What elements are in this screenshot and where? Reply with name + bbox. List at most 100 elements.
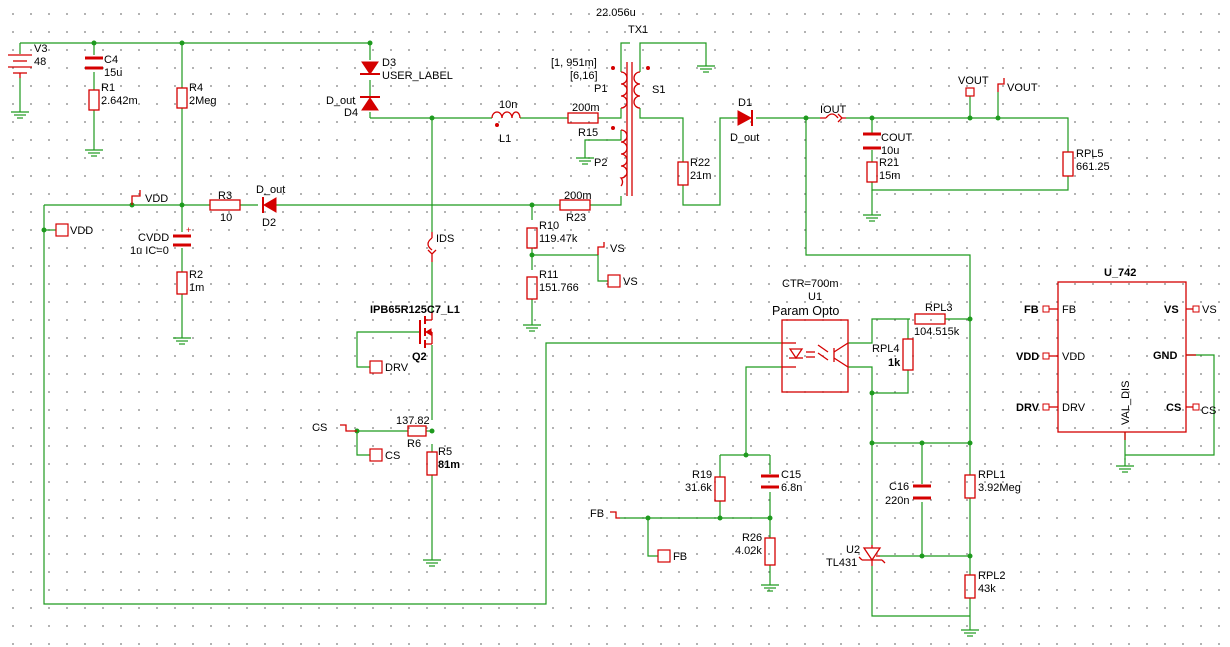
c16-ref: C16 <box>889 481 909 493</box>
battery-v3[interactable] <box>8 54 32 78</box>
r4-ref: R4 <box>189 82 203 94</box>
resistor-r5[interactable] <box>426 451 438 476</box>
r10-value: 119.47k <box>539 233 578 245</box>
rpl3-ref: RPL3 <box>925 302 953 314</box>
diode-d1[interactable] <box>737 110 753 126</box>
u742-drv-ext: DRV <box>1016 402 1040 414</box>
c15-ref: C15 <box>781 469 801 481</box>
d2-ref: D2 <box>262 217 276 229</box>
resistor-rpl2[interactable] <box>964 574 976 599</box>
shunt-regulator-u2[interactable] <box>858 545 886 566</box>
r15-value: 200m <box>572 102 600 114</box>
inductor-l1[interactable] <box>491 111 521 119</box>
ctr-value: CTR=700m <box>782 278 839 290</box>
u742-gnd-pin: GND <box>1153 350 1178 362</box>
cs-pin-box[interactable] <box>369 448 383 462</box>
fb-flag-label: FB <box>590 508 604 520</box>
vout-flag-label: VOUT <box>1007 82 1038 94</box>
d1-model: D_out <box>730 132 759 144</box>
drv-pin-label: DRV <box>385 362 409 374</box>
resistor-r22[interactable] <box>677 161 689 186</box>
rpl1-value: 3.92Meg <box>978 482 1021 494</box>
svg-text:+: + <box>186 225 191 235</box>
vdd-pin-box[interactable] <box>44 223 69 237</box>
vs-pin-box[interactable] <box>607 274 621 288</box>
u2-ref: U2 <box>846 544 860 556</box>
current-probe-ids[interactable] <box>427 232 437 262</box>
zener-d2[interactable] <box>262 197 277 213</box>
junction-dots <box>41 40 1001 559</box>
resistor-r15[interactable] <box>567 112 599 124</box>
optocoupler-u1[interactable] <box>781 319 849 393</box>
p1-pins: [6,16] <box>570 70 598 82</box>
d2-model: D_out <box>256 184 285 196</box>
resistor-r10[interactable] <box>526 227 538 249</box>
d4-model: D_out <box>326 95 355 107</box>
controller-u742[interactable] <box>1042 281 1200 440</box>
mosfet-q2[interactable] <box>419 312 433 348</box>
tx1-ref: TX1 <box>628 24 648 36</box>
u742-cs-ext: CS <box>1201 405 1216 417</box>
r23-value: 200m <box>564 190 592 202</box>
resistor-r6[interactable] <box>407 425 427 437</box>
ground-symbols <box>10 57 1135 637</box>
rpl1-ref: RPL1 <box>978 469 1006 481</box>
r21-ref: R21 <box>879 157 899 169</box>
current-probe-iout[interactable] <box>820 113 846 123</box>
resistor-r11[interactable] <box>526 276 538 300</box>
u742-fb-pin: FB <box>1062 304 1076 316</box>
iout-label: IOUT <box>820 104 847 116</box>
capacitor-cout[interactable] <box>863 132 881 150</box>
fb-pin-label: FB <box>673 551 687 563</box>
r26-value: 4.02k <box>735 545 762 557</box>
r19-value: 31.6k <box>685 482 712 494</box>
d3-ref: D3 <box>382 57 396 69</box>
rpl3-value: 104.515k <box>914 326 960 338</box>
v3-value: 48 <box>34 56 46 68</box>
resistor-r3[interactable] <box>209 199 241 211</box>
capacitor-c15[interactable] <box>761 474 779 489</box>
transformer-tx1[interactable] <box>611 62 650 196</box>
resistor-rpl1[interactable] <box>964 474 976 499</box>
c4-value: 15u <box>104 67 122 79</box>
p1-ref: P1 <box>594 83 607 95</box>
resistor-rpl5[interactable] <box>1062 151 1074 177</box>
c15-value: 6.8n <box>781 482 802 494</box>
resistor-r23[interactable] <box>559 199 591 211</box>
fb-pin-box[interactable] <box>657 549 671 563</box>
resistor-r26[interactable] <box>764 537 776 566</box>
resistor-r19[interactable] <box>714 476 726 502</box>
drv-pin-box[interactable] <box>369 360 383 374</box>
u742-cs-pin: CS <box>1166 402 1181 414</box>
p1-ratio: [1, 951m] <box>551 57 597 69</box>
c4-ref: C4 <box>104 54 118 66</box>
resistor-r4[interactable] <box>176 87 188 109</box>
resistor-rpl3[interactable] <box>914 313 946 325</box>
vdd-flag-label: VDD <box>145 193 168 205</box>
wires <box>19 42 1215 622</box>
vout-pin-box[interactable] <box>965 87 975 97</box>
r21-value: 15m <box>879 170 900 182</box>
vdd-pin-label: VDD <box>70 225 93 237</box>
vout-pin-label: VOUT <box>958 75 989 87</box>
capacitor-c4[interactable] <box>85 56 103 70</box>
resistor-r1[interactable] <box>88 89 100 111</box>
capacitor-c16[interactable] <box>913 484 931 500</box>
p2-ref: P2 <box>594 157 607 169</box>
fb-flag-icon <box>610 511 620 519</box>
cout-value: 10u <box>881 145 899 157</box>
rpl4-ref: RPL4 <box>872 343 900 355</box>
capacitor-cvdd[interactable]: + <box>173 225 191 247</box>
resistor-rpl4[interactable] <box>902 338 914 371</box>
zener-d4[interactable] <box>360 96 380 111</box>
s1-ref: S1 <box>652 84 665 96</box>
resistor-r21[interactable] <box>866 161 878 183</box>
zener-d3[interactable] <box>360 61 380 75</box>
tx1-value: 22.056u <box>596 7 636 19</box>
u2-model: TL431 <box>826 557 857 569</box>
u742-vdd-pin: VDD <box>1062 351 1085 363</box>
r3-ref: R3 <box>218 190 232 202</box>
resistor-r2[interactable] <box>176 271 188 295</box>
